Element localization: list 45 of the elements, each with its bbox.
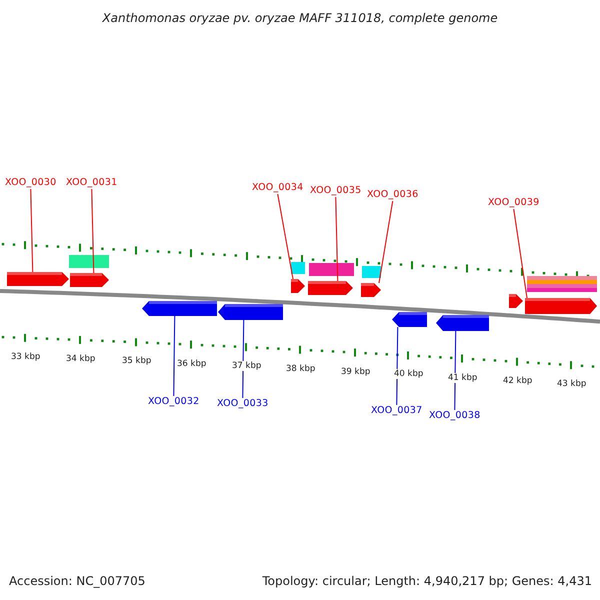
- gene-block: [525, 298, 597, 314]
- scale-label: 34 kbp: [66, 354, 96, 364]
- leader-line: [173, 316, 176, 396]
- gene-label: XOO_0034: [252, 182, 304, 194]
- scale-label: 41 kbp: [448, 372, 478, 382]
- gene-block: [392, 312, 427, 327]
- title: Xanthomonas oryzae pv. oryzae MAFF 311018, complete genome: [102, 11, 498, 25]
- gene-label: XOO_0033: [217, 398, 268, 410]
- gene-block: [291, 279, 305, 293]
- gene-label: XOO_0032: [148, 396, 200, 408]
- scale-label: 33 kbp: [11, 352, 40, 362]
- gene-label: XOO_0030: [5, 177, 56, 189]
- gene-block: [509, 294, 523, 308]
- scale-label: 43 kbp: [557, 379, 586, 390]
- gene-label: XOO_0035: [310, 185, 362, 197]
- gene-block: [361, 283, 381, 297]
- leader-line: [454, 330, 456, 410]
- gene-block: [308, 281, 353, 295]
- scale-label: 40 kbp: [394, 369, 424, 380]
- leader-line: [396, 326, 398, 406]
- gene-block: [7, 272, 69, 286]
- scale-label: 38 kbp: [286, 364, 316, 374]
- leader-line: [513, 208, 528, 298]
- footer-text: Topology: circular; Length: 4,940,217 bp; Genes: 4,431: [262, 574, 592, 588]
- gene-label: XOO_0037: [371, 405, 422, 417]
- gene-block: [70, 273, 109, 287]
- leader-line: [30, 188, 34, 272]
- gene-label: XOO_0036: [367, 189, 418, 201]
- gene-block: [218, 304, 283, 320]
- scale-label: 37 kbp: [232, 361, 262, 372]
- leader-line: [378, 200, 394, 284]
- gene-label: XOO_0038: [429, 410, 480, 422]
- footer-text: Accession: NC_007705: [9, 574, 146, 588]
- scale-label: 35 kbp: [122, 356, 152, 366]
- gene-label: XOO_0031: [66, 177, 118, 189]
- gene-block: [142, 301, 217, 316]
- scale-label: 36 kbp: [177, 358, 206, 369]
- leader-line: [242, 320, 244, 398]
- gene-block: [436, 315, 489, 331]
- gene-label: XOO_0039: [488, 197, 540, 209]
- scale-label: 39 kbp: [341, 366, 370, 377]
- leader-line: [91, 188, 94, 274]
- scale-label: 42 kbp: [503, 376, 532, 386]
- leader-line: [335, 196, 338, 282]
- leader-line: [277, 194, 294, 280]
